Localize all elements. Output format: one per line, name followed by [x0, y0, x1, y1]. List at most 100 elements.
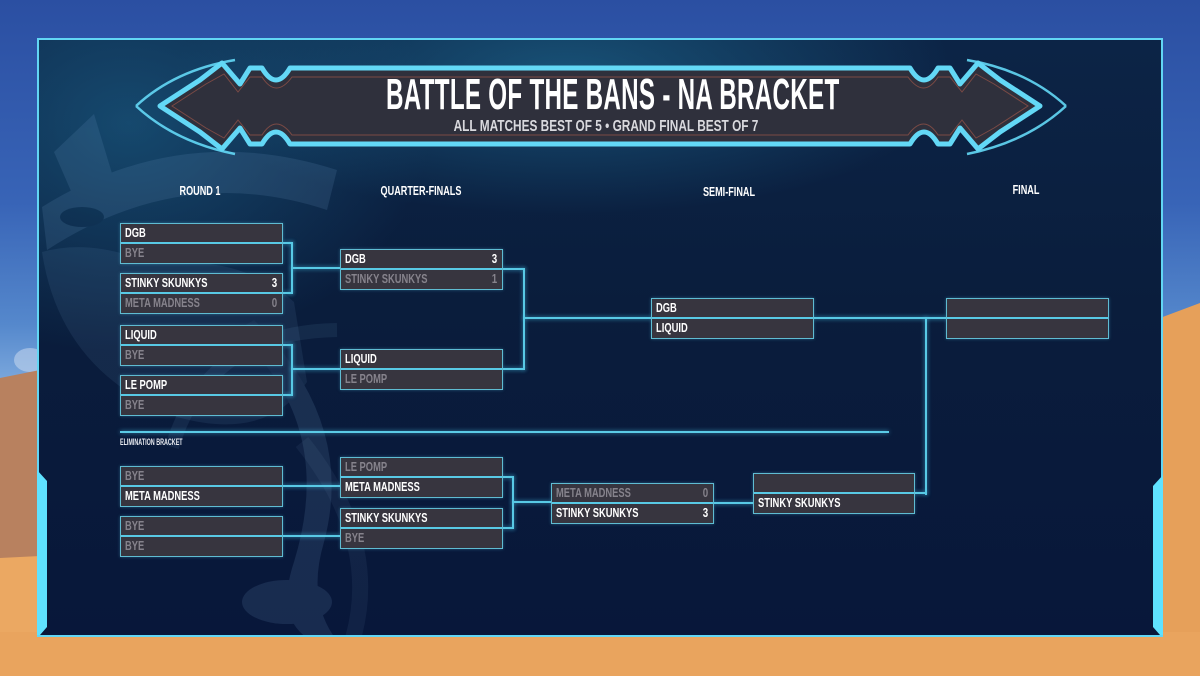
elim-final-match: STINKY SKUNKYS	[753, 473, 915, 514]
team-name: LIQUID	[656, 320, 688, 335]
team-name: LIQUID	[125, 327, 157, 342]
team-slot	[947, 319, 1108, 338]
round-label-final: FINAL	[1012, 182, 1040, 197]
team-slot: BYE	[121, 396, 282, 415]
round-label-semi-final: SEMI-FINAL	[702, 184, 756, 199]
connector-line	[713, 502, 754, 504]
team-name: BYE	[125, 347, 145, 362]
sand-right	[1160, 303, 1200, 676]
team-score: 1	[491, 271, 497, 286]
connector-line	[925, 317, 927, 495]
team-slot: BYE	[121, 346, 282, 365]
connector-line	[523, 268, 525, 370]
team-slot: META MADNESS	[121, 487, 282, 506]
team-slot: LIQUID	[652, 319, 813, 338]
team-slot: LE POMP	[121, 376, 282, 396]
connector-line	[502, 368, 525, 370]
connector-line	[283, 292, 293, 294]
elim-semifinal-match: META MADNESS 0 STINKY SKUNKYS 3	[551, 483, 714, 524]
upper-round1-match-4: LE POMP BYE	[120, 375, 283, 416]
team-slot: META MADNESS	[341, 478, 502, 497]
connector-line	[291, 344, 293, 396]
round-label-quarter-finals: QUARTER-FINALS	[380, 183, 462, 198]
team-slot: DGB	[121, 224, 282, 244]
team-slot: META MADNESS 0	[552, 484, 713, 504]
team-name: STINKY SKUNKYS	[345, 271, 428, 286]
team-slot: LIQUID	[341, 350, 502, 370]
team-slot: META MADNESS 0	[121, 294, 282, 313]
connector-line	[283, 485, 341, 487]
upper-round1-match-1: DGB BYE	[120, 223, 283, 264]
connector-line	[512, 501, 552, 503]
team-score: 0	[271, 295, 277, 310]
connector-line	[914, 492, 927, 494]
team-name: DGB	[345, 251, 366, 266]
upper-round1-match-2: STINKY SKUNKYS 3 META MADNESS 0	[120, 273, 283, 314]
team-name: META MADNESS	[345, 479, 420, 494]
team-slot: STINKY SKUNKYS	[341, 509, 502, 529]
sand-bottom	[0, 632, 1200, 676]
team-name: META MADNESS	[125, 488, 200, 503]
connector-line	[813, 317, 947, 319]
connector-line	[283, 535, 341, 537]
team-slot: DGB	[652, 299, 813, 319]
team-slot: BYE	[121, 537, 282, 556]
team-name: BYE	[125, 468, 145, 483]
team-slot: BYE	[121, 467, 282, 487]
elim-round1-match-2: BYE BYE	[120, 516, 283, 557]
team-name: BYE	[345, 530, 365, 545]
upper-semifinal-match: DGB LIQUID	[651, 298, 814, 339]
team-name: META MADNESS	[125, 295, 200, 310]
connector-line	[283, 344, 293, 346]
team-slot: DGB 3	[341, 250, 502, 270]
team-slot: STINKY SKUNKYS 1	[341, 270, 502, 289]
team-score: 0	[702, 485, 708, 500]
team-slot	[947, 299, 1108, 319]
upper-quarterfinal-match-1: DGB 3 STINKY SKUNKYS 1	[340, 249, 503, 290]
connector-line	[291, 368, 341, 370]
connector-line	[502, 527, 514, 529]
connector-line	[502, 268, 525, 270]
team-name: LE POMP	[345, 371, 388, 386]
team-name: BYE	[125, 397, 145, 412]
team-name: STINKY SKUNKYS	[125, 275, 208, 290]
connector-line	[523, 317, 652, 319]
team-slot: STINKY SKUNKYS	[754, 494, 914, 513]
team-slot: BYE	[341, 529, 502, 548]
upper-quarterfinal-match-2: LIQUID LE POMP	[340, 349, 503, 390]
connector-line	[502, 476, 514, 478]
team-score: 3	[491, 251, 497, 266]
team-slot: LE POMP	[341, 458, 502, 478]
team-name: BYE	[125, 245, 145, 260]
page-subtitle: ALL MATCHES BEST OF 5 • GRAND FINAL BEST…	[453, 118, 759, 135]
dune-left	[0, 370, 40, 560]
elimination-divider	[120, 431, 889, 433]
team-slot	[754, 474, 914, 494]
team-slot: STINKY SKUNKYS 3	[121, 274, 282, 294]
connector-line	[283, 242, 293, 244]
elim-quarterfinal-match-1: LE POMP META MADNESS	[340, 457, 503, 498]
team-name: STINKY SKUNKYS	[556, 505, 639, 520]
team-name: LE POMP	[345, 459, 388, 474]
grand-final-match	[946, 298, 1109, 339]
connector-line	[291, 267, 341, 269]
elim-round1-match-1: BYE META MADNESS	[120, 466, 283, 507]
team-slot: BYE	[121, 244, 282, 263]
upper-round1-match-3: LIQUID BYE	[120, 325, 283, 366]
connector-line	[283, 394, 293, 396]
team-name: BYE	[125, 538, 145, 553]
team-name: LE POMP	[125, 377, 168, 392]
team-name: BYE	[125, 518, 145, 533]
team-name: STINKY SKUNKYS	[758, 495, 841, 510]
team-slot: LE POMP	[341, 370, 502, 389]
team-name: DGB	[656, 300, 677, 315]
team-name: LIQUID	[345, 351, 377, 366]
team-slot: BYE	[121, 517, 282, 537]
page-title: BATTLE OF THE BANS - NA BRACKET	[386, 70, 840, 119]
elim-quarterfinal-match-2: STINKY SKUNKYS BYE	[340, 508, 503, 549]
team-name: STINKY SKUNKYS	[345, 510, 428, 525]
team-slot: LIQUID	[121, 326, 282, 346]
team-name: META MADNESS	[556, 485, 631, 500]
